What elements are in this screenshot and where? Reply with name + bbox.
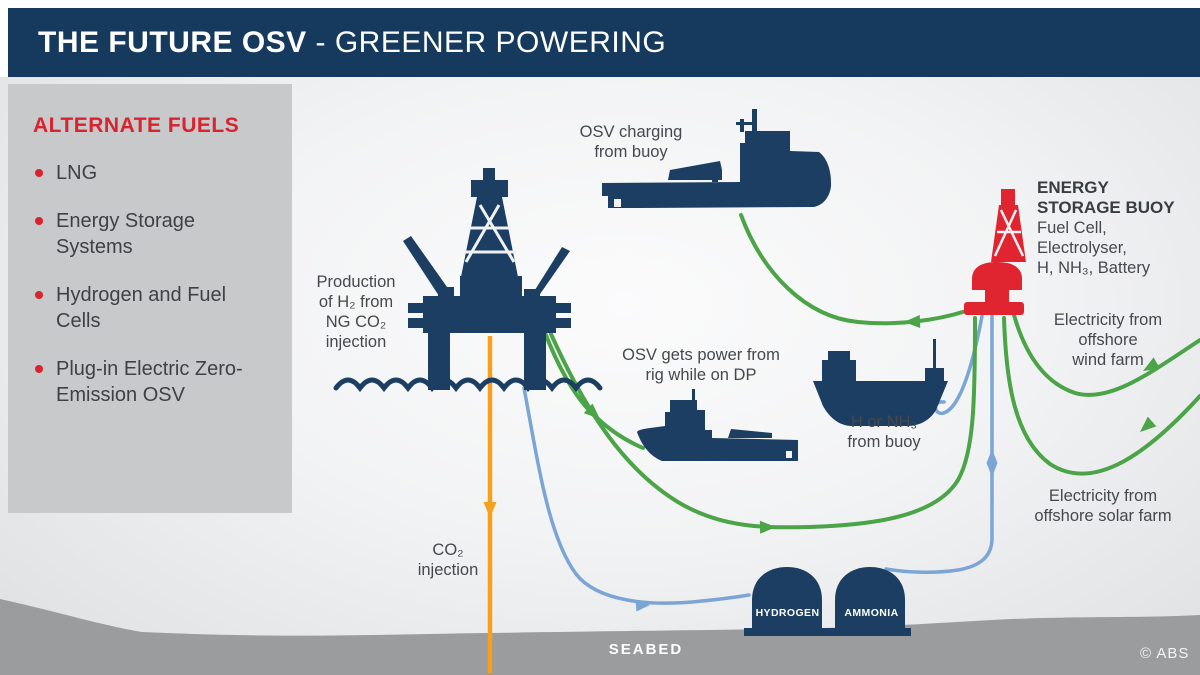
arrow-to-buoy-wind-icon <box>1143 357 1161 371</box>
alternate-fuels-panel: ALTERNATE FUELS LNG Energy Storage Syste… <box>8 84 292 513</box>
arrow-downright-icon <box>583 403 600 419</box>
panel-heading: ALTERNATE FUELS <box>33 114 240 137</box>
label-solar-farm: Electricity from offshore solar farm <box>1034 487 1172 525</box>
page-title-bold: THE FUTURE OSV <box>38 25 307 59</box>
rig-to-hydrogen-tank-line <box>522 386 751 605</box>
buoy-to-charging-osv-line <box>739 213 968 326</box>
rig-derrick-lattice <box>464 204 517 263</box>
bullet-icon <box>35 365 43 373</box>
hydrogen-tank-label: HYDROGEN <box>755 607 820 619</box>
list-item-plugin-electric: Plug-in Electric Zero-Emission OSV <box>33 356 268 408</box>
label-h2-production: Production of H₂ from NG CO₂ injection <box>316 273 396 351</box>
list-item-label: Energy Storage Systems <box>56 210 195 258</box>
ammonia-tank-label: AMMONIA <box>844 607 899 619</box>
arrow-left-icon <box>904 314 921 328</box>
copyright-credit: © ABS <box>1140 645 1190 662</box>
seabed-label: SEABED <box>608 641 684 658</box>
label-energy-storage-buoy: ENERGY STORAGE BUOY Fuel Cell, Electroly… <box>1037 178 1175 277</box>
arrow-up-icon <box>986 449 998 463</box>
seabed-shape <box>0 599 1200 675</box>
title-bar: THE FUTURE OSV - GREENER POWERING <box>8 8 1200 77</box>
list-item-hydrogen-fuel-cells: Hydrogen and Fuel Cells <box>33 282 268 334</box>
co2-arrow-icon <box>483 502 497 518</box>
bullet-icon <box>35 217 43 225</box>
waterline <box>333 377 603 393</box>
oil-rig-silhouette <box>403 168 571 390</box>
label-co2-injection: CO₂ injection <box>417 541 479 579</box>
solarfarm-to-buoy-line <box>1002 316 1200 476</box>
label-osv-dp-power: OSV gets power from rig while on DP <box>622 346 780 384</box>
list-item-label: Hydrogen and Fuel Cells <box>56 284 227 332</box>
dp-osv-silhouette <box>637 389 798 461</box>
bullet-icon <box>35 291 43 299</box>
blue-arrows <box>635 449 998 612</box>
list-item-lng: LNG <box>33 160 268 186</box>
arrow-right-icon <box>635 600 650 612</box>
charging-osv-silhouette <box>602 109 831 208</box>
arrow-down-icon <box>986 463 998 477</box>
ammonia-tank <box>835 567 905 630</box>
buoy-to-tanks-line <box>884 314 994 574</box>
list-item-label: Plug-in Electric Zero-Emission OSV <box>56 358 243 406</box>
rig-to-buoy-line <box>549 316 977 530</box>
storage-tanks <box>744 567 911 636</box>
bullet-icon <box>35 169 43 177</box>
label-wind-farm: Electricity from offshore wind farm <box>1053 311 1163 369</box>
dp-osv-thruster-mark <box>786 451 792 458</box>
energy-storage-buoy <box>964 189 1026 315</box>
list-item-energy-storage: Energy Storage Systems <box>33 208 268 260</box>
buoy-lattice <box>993 209 1025 257</box>
arrow-to-buoy-solar-icon <box>1140 416 1157 432</box>
label-h-nh3-from-buoy: H or NH₃ from buoy <box>847 413 921 451</box>
tanker-silhouette <box>813 339 948 426</box>
page-title-rest: - GREENER POWERING <box>306 25 667 59</box>
charging-osv-thruster-mark <box>614 199 621 207</box>
green-arrows <box>583 314 1161 534</box>
windfarm-to-buoy-line <box>1012 313 1200 397</box>
arrow-right-icon <box>759 520 776 534</box>
list-item-label: LNG <box>56 162 98 184</box>
hydrogen-tank <box>752 567 822 630</box>
label-osv-charging: OSV charging from buoy <box>579 123 683 161</box>
